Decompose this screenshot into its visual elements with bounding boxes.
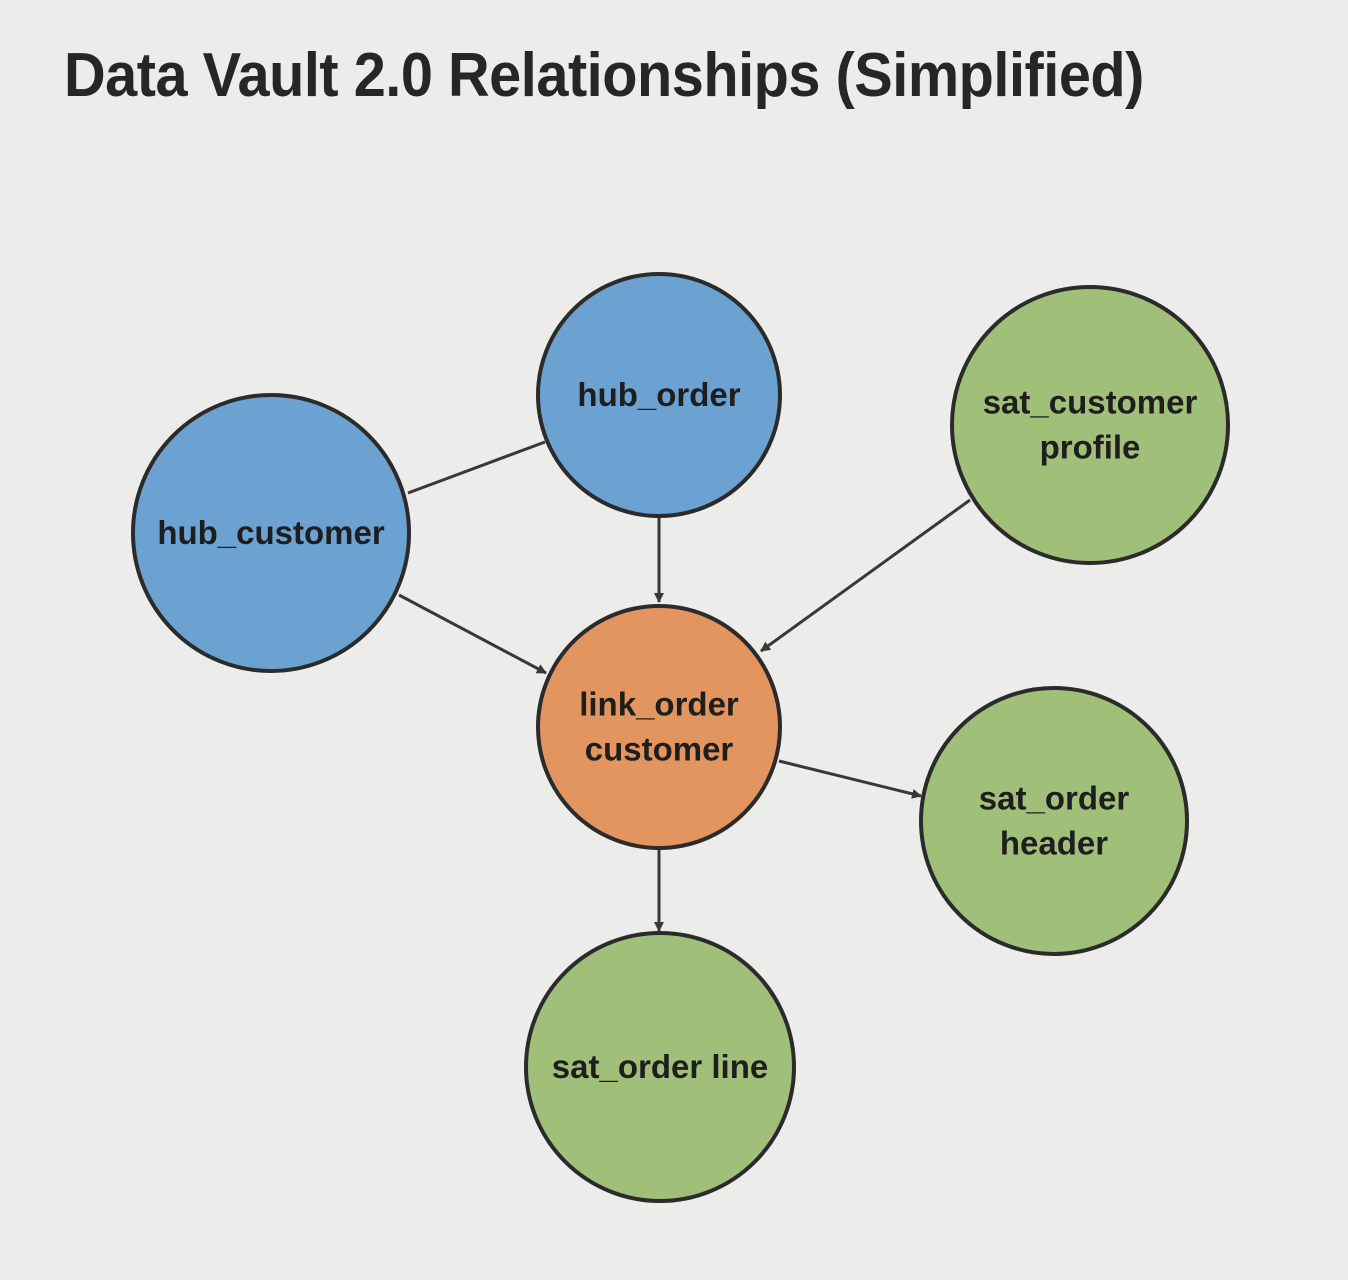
edge-hub-customer-to-link-order-customer [398,593,547,675]
edges-layer [398,440,971,932]
node-sat-order-line: sat_order line [524,931,796,1203]
node-label: sat_order line [552,1048,768,1085]
node-hub-customer: hub_customer [131,393,411,673]
node-link-order-customer: link_order customer [536,604,782,850]
node-label: hub_order [577,376,740,413]
edge-sat-customer-profile-to-link-order-customer [760,498,971,653]
page-title: Data Vault 2.0 Relationships (Simplified… [64,41,1144,110]
node-label: link_order [579,686,739,723]
hub-node-circle [536,272,782,518]
node-label: sat_order [979,780,1130,817]
hub-node-circle [131,393,411,673]
link-node-circle [536,604,782,850]
node-label: header [1000,825,1108,862]
node-label: profile [1040,429,1141,466]
satellite-node-circle [919,686,1189,956]
edge-hub-customer-to-hub-order [407,440,546,495]
edge-link-order-customer-to-sat-order-header [778,759,922,799]
nodes-layer: hub_customer hub_order sat_customerprofile… [131,272,1230,1203]
node-hub-order: hub_order [536,272,782,518]
satellite-node-circle [524,931,796,1203]
node-label: hub_customer [157,514,385,551]
satellite-node-circle [950,285,1230,565]
node-label: sat_customer [983,384,1198,421]
node-label: customer [585,731,734,768]
